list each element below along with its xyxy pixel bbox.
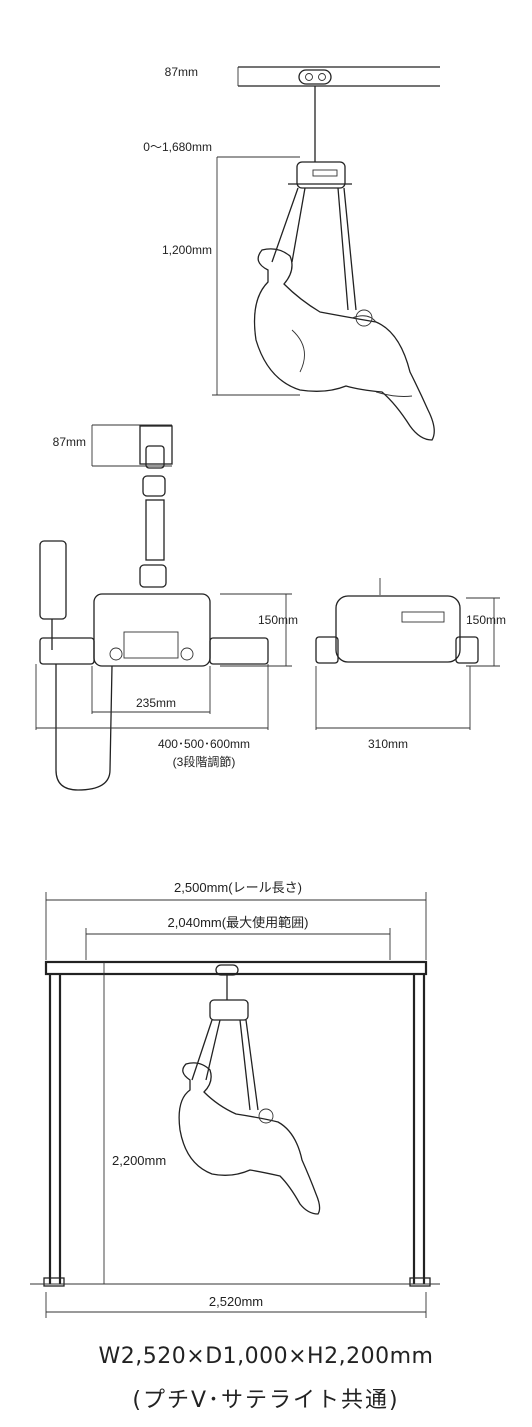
dim2-inner-width: 235mm — [136, 696, 176, 710]
compat-note: (プチV･サテライト共通) — [132, 1388, 400, 1413]
dim2-unit-height-front: 150mm — [258, 613, 298, 627]
dim2-side-width: 310mm — [368, 737, 408, 751]
dim2-rail-height: 87mm — [53, 435, 86, 449]
frame-seated-person — [178, 1062, 321, 1215]
dim2-outer-width: 400･500･600mm — [158, 737, 250, 751]
dim3-frame-height: 2,200mm — [112, 1153, 166, 1168]
dim3-frame-width: 2,520mm — [209, 1294, 263, 1309]
dim2-unit-height-side: 150mm — [466, 613, 506, 627]
lift-unit — [93, 593, 211, 667]
trolley — [298, 69, 332, 85]
hanger-body — [296, 161, 346, 189]
top-rail — [44, 960, 428, 976]
frame-hanger — [209, 999, 249, 1021]
dim1-rail-height: 87mm — [165, 65, 198, 79]
left-arm — [39, 637, 95, 665]
seated-person — [253, 248, 435, 441]
frame-view — [30, 892, 440, 1318]
dim3-rail-length: 2,500mm(レール長さ) — [174, 880, 302, 895]
lift-front-view — [35, 424, 292, 791]
hand-controller — [39, 540, 67, 620]
side-unit — [335, 595, 461, 663]
lift-side-view — [212, 66, 440, 441]
right-arm — [209, 637, 269, 665]
dim3-max-range: 2,040mm(最大使用範囲) — [168, 915, 309, 930]
dim1-sling-height: 1,200mm — [162, 243, 212, 257]
strap — [145, 499, 165, 561]
dim2-adjust-note: (3段階調節) — [173, 754, 236, 769]
rail-section — [139, 425, 173, 465]
dim1-lift-range: 0～1,680mm — [143, 140, 212, 154]
lift-side-view-2 — [315, 578, 500, 730]
spec-text: W2,520×D1,000×H2,200mm — [98, 1344, 434, 1369]
